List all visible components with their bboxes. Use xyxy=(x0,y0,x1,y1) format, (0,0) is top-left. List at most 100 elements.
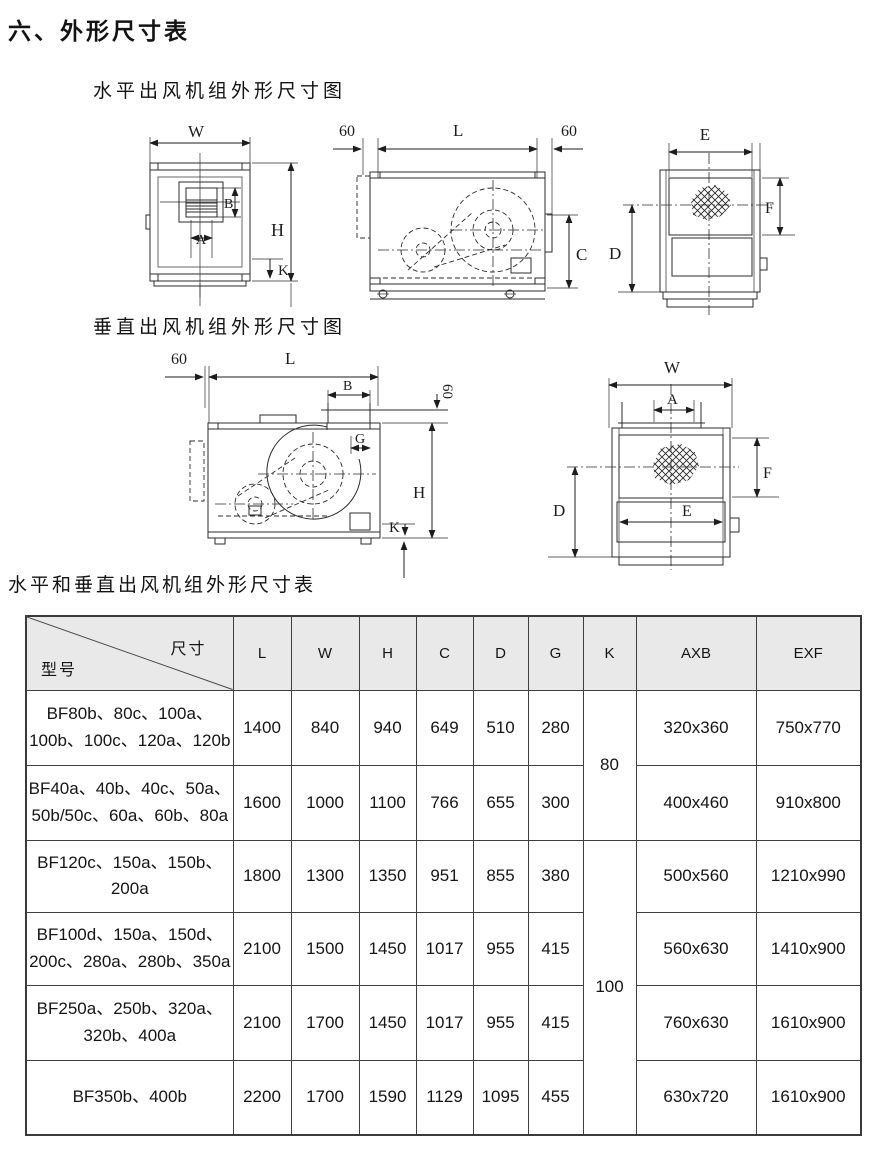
value-cell-h: 940 xyxy=(358,689,417,766)
horizontal-back-view-diagram: E F D xyxy=(609,125,795,315)
value-cell-l: 2100 xyxy=(232,984,292,1061)
value-cell-d: 655 xyxy=(472,764,529,841)
dim-label-b: B xyxy=(343,379,352,394)
dim-label-left-60: 60 xyxy=(171,351,187,368)
value-cell-g: 415 xyxy=(527,984,584,1061)
dim-label-d: D xyxy=(553,501,565,520)
value-cell-h: 1350 xyxy=(358,839,417,913)
value-cell-c: 1017 xyxy=(415,984,474,1061)
header-cell-k: K xyxy=(582,615,637,691)
value-cell-g: 300 xyxy=(527,764,584,841)
dim-label-e: E xyxy=(700,125,710,144)
inlet-hatch xyxy=(653,444,699,485)
value-cell-h: 1450 xyxy=(358,984,417,1061)
value-cell-c: 1017 xyxy=(415,911,474,986)
value-cell-d: 1095 xyxy=(472,1059,529,1136)
dim-label-l: L xyxy=(285,349,295,368)
value-cell-c: 951 xyxy=(415,839,474,913)
value-cell-w: 1700 xyxy=(290,984,360,1061)
dimension-table: 尺寸 型号 L W H C D G K AXB EXF BF80b、80c、10… xyxy=(25,615,862,1136)
value-cell-l: 2100 xyxy=(232,911,292,986)
value-cell-axb: 400x460 xyxy=(635,764,757,841)
dim-label-h: H xyxy=(413,483,425,502)
header-cell-model-dim: 尺寸 型号 xyxy=(25,615,234,691)
value-cell-exf: 1410x900 xyxy=(755,911,862,986)
table-row: BF100d、150a、150d、200c、280a、280b、350a 210… xyxy=(25,911,862,986)
value-cell-w: 1300 xyxy=(290,839,360,913)
dim-label-g: G xyxy=(355,432,365,447)
header-label-model: 型号 xyxy=(41,661,78,679)
table-row: BF80b、80c、100a、100b、100c、120a、120b 1400 … xyxy=(25,689,862,841)
dim-label-top-60: 60 xyxy=(439,384,455,399)
horizontal-section-title: 水平出风机组外形尺寸图 xyxy=(93,81,347,102)
dim-label-k: K xyxy=(278,263,289,279)
inlet-hatch xyxy=(691,185,731,220)
header-cell-l: L xyxy=(232,615,292,691)
dim-label-f: F xyxy=(765,200,774,217)
value-cell-k-merged: 80 xyxy=(582,689,637,841)
value-cell-h: 1450 xyxy=(358,911,417,986)
header-cell-d: D xyxy=(472,615,529,691)
value-cell-w: 1500 xyxy=(290,911,360,986)
table-row: BF350b、400b 2200 1700 1590 1129 1095 455… xyxy=(25,1059,862,1136)
header-cell-w: W xyxy=(290,615,360,691)
value-cell-l: 1600 xyxy=(232,764,292,841)
header-cell-c: C xyxy=(415,615,474,691)
value-cell-c: 649 xyxy=(415,689,474,766)
value-cell-axb: 630x720 xyxy=(635,1059,757,1136)
value-cell-exf: 1610x900 xyxy=(755,1059,862,1136)
value-cell-h: 1100 xyxy=(358,764,417,841)
value-cell-d: 855 xyxy=(472,839,529,913)
value-cell-l: 2200 xyxy=(232,1059,292,1136)
model-cell: BF120c、150a、150b、200a xyxy=(25,839,234,913)
value-cell-w: 1000 xyxy=(290,764,360,841)
dim-label-l: L xyxy=(453,121,463,140)
value-cell-d: 955 xyxy=(472,984,529,1061)
value-cell-exf: 750x770 xyxy=(755,689,862,766)
value-cell-w: 1700 xyxy=(290,1059,360,1136)
value-cell-l: 1400 xyxy=(232,689,292,766)
header-cell-g: G xyxy=(527,615,584,691)
dim-label-b: B xyxy=(224,197,233,212)
dim-label-a: A xyxy=(196,233,207,248)
table-row: BF250a、250b、320a、320b、400a 2100 1700 145… xyxy=(25,984,862,1061)
value-cell-g: 380 xyxy=(527,839,584,913)
value-cell-g: 280 xyxy=(527,689,584,766)
vertical-section-title: 垂直出风机组外形尺寸图 xyxy=(93,317,347,338)
table-row: BF40a、40b、40c、50a、50b/50c、60a、60b、80a 16… xyxy=(25,764,862,841)
header-cell-axb: AXB xyxy=(635,615,757,691)
value-cell-d: 955 xyxy=(472,911,529,986)
header-cell-h: H xyxy=(358,615,417,691)
value-cell-h: 1590 xyxy=(358,1059,417,1136)
model-cell: BF100d、150a、150d、200c、280a、280b、350a xyxy=(25,911,234,986)
value-cell-axb: 500x560 xyxy=(635,839,757,913)
dim-label-w: W xyxy=(188,122,205,141)
dim-label-k: K xyxy=(389,520,400,536)
vertical-back-view-diagram: W A F D E xyxy=(548,358,779,570)
horizontal-front-view-diagram: W B A H K xyxy=(145,122,298,307)
dim-label-e: E xyxy=(682,503,692,520)
value-cell-d: 510 xyxy=(472,689,529,766)
value-cell-c: 766 xyxy=(415,764,474,841)
value-cell-w: 840 xyxy=(290,689,360,766)
model-cell: BF40a、40b、40c、50a、50b/50c、60a、60b、80a xyxy=(25,764,234,841)
model-cell: BF350b、400b xyxy=(25,1059,234,1136)
page-title: 六、外形尺寸表 xyxy=(8,18,190,44)
value-cell-axb: 760x630 xyxy=(635,984,757,1061)
dim-label-a: A xyxy=(667,392,678,408)
model-cell: BF80b、80c、100a、100b、100c、120a、120b xyxy=(25,689,234,766)
table-title: 水平和垂直出风机组外形尺寸表 xyxy=(8,575,317,596)
dim-label-h: H xyxy=(271,220,284,240)
value-cell-exf: 910x800 xyxy=(755,764,862,841)
horizontal-side-view-diagram: 60 L 60 C xyxy=(333,121,587,300)
dim-label-right-60: 60 xyxy=(561,123,577,140)
dim-label-f: F xyxy=(763,465,772,482)
model-cell: BF250a、250b、320a、320b、400a xyxy=(25,984,234,1061)
vertical-side-view-diagram: 60 L B 60 G H K xyxy=(165,349,455,578)
value-cell-g: 415 xyxy=(527,911,584,986)
value-cell-exf: 1210x990 xyxy=(755,839,862,913)
value-cell-g: 455 xyxy=(527,1059,584,1136)
dim-label-left-60: 60 xyxy=(339,123,355,140)
dim-label-c: C xyxy=(576,245,587,264)
